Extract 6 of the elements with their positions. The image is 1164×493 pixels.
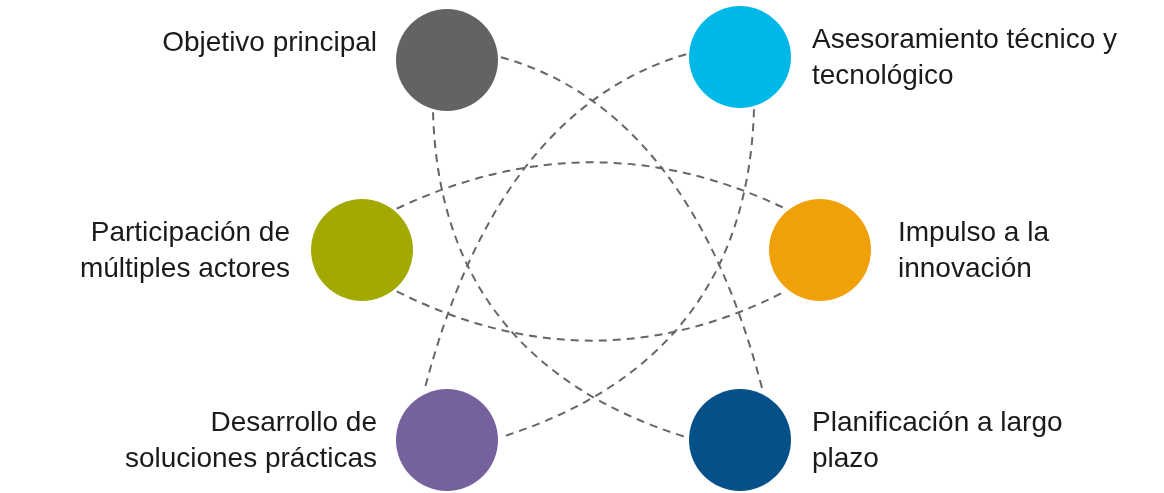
circle-caption: Objetivo principal [161, 25, 377, 59]
circle-caption: Impulso a la innovación [898, 215, 1050, 285]
circle-caption: Planificación a largo plazo [812, 405, 1064, 475]
circle-caption: Participación de múltiples actores [78, 215, 290, 285]
circle-caption: Desarrollo de soluciones prácticas [123, 405, 377, 475]
circle-caption: Asesoramiento técnico y tecnológico [812, 22, 1119, 92]
